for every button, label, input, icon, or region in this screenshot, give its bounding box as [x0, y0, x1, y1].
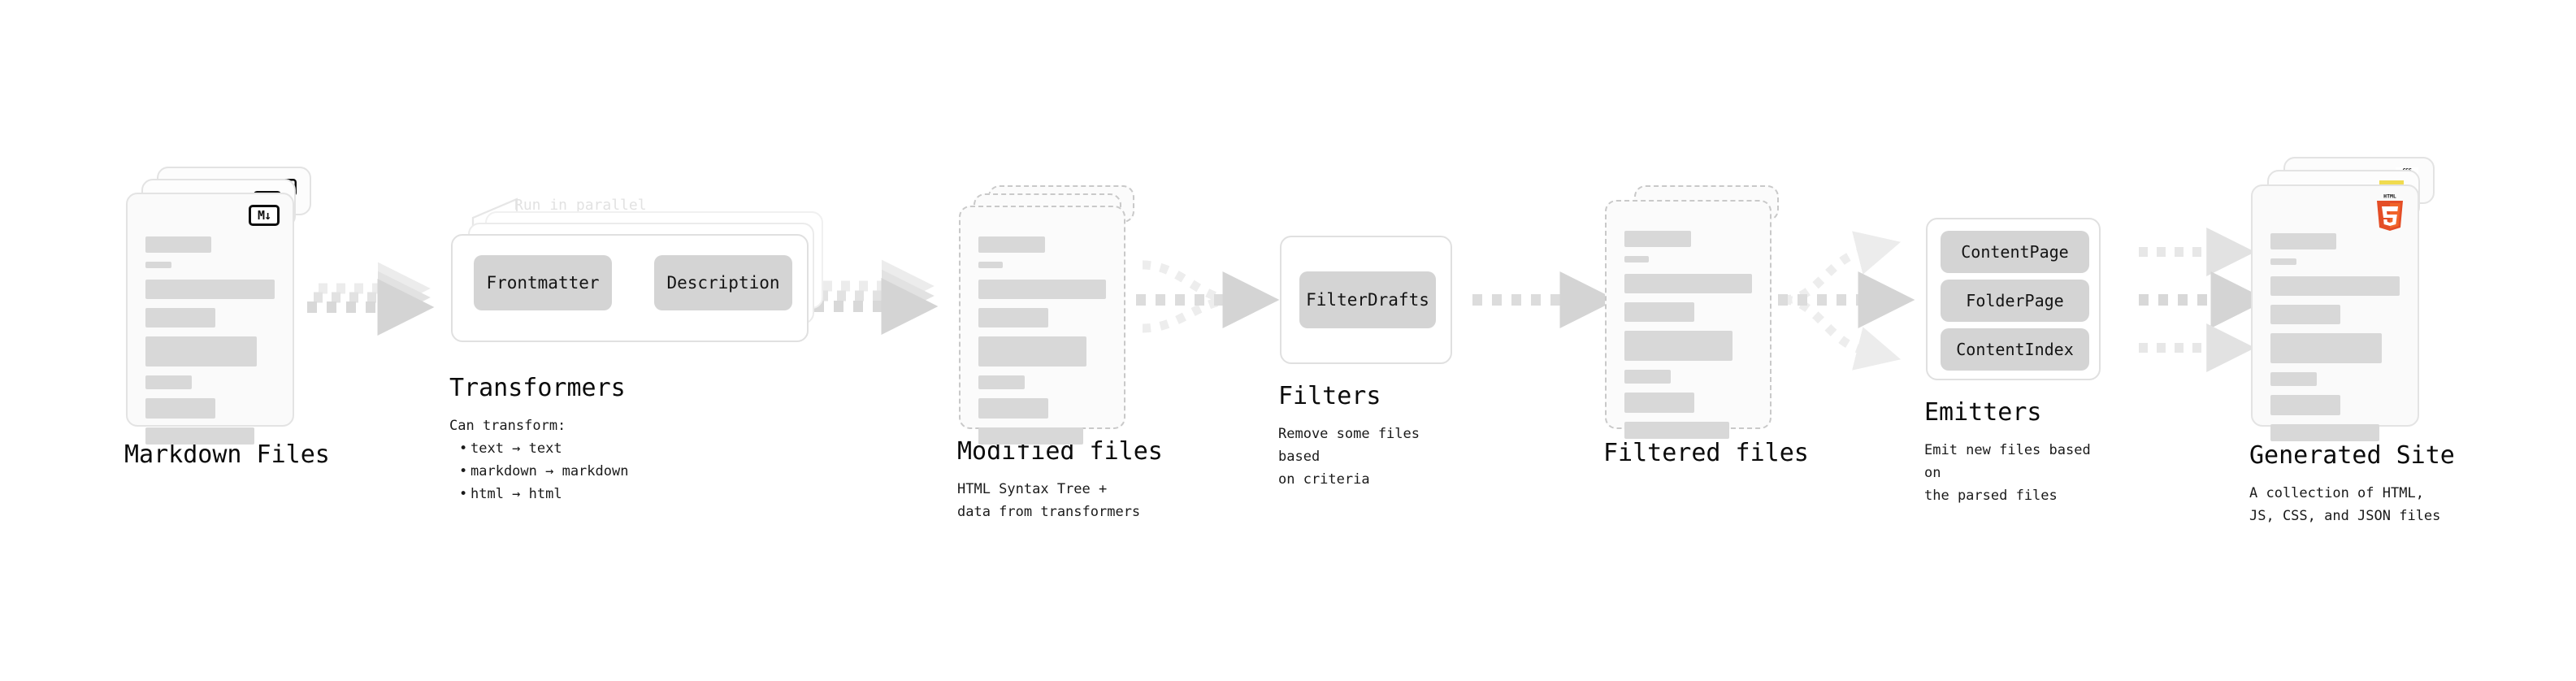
markdown-file-stack[interactable]: M↓ M↓ M↓	[126, 167, 321, 445]
transformers-capability-list: text → text markdown → markdown html → h…	[458, 437, 628, 505]
stage-title-transformers: Transformers	[449, 374, 626, 402]
skeleton-line	[1624, 231, 1691, 247]
transformer-box-front[interactable]: Frontmatter Description	[451, 234, 809, 342]
skeleton-line	[2270, 424, 2379, 441]
skeleton-line	[978, 427, 1083, 445]
filter-chip-filterdrafts[interactable]: FilterDrafts	[1299, 271, 1436, 328]
markdown-card-front[interactable]: M↓	[126, 193, 294, 445]
arrow-modified-to-filters	[1136, 260, 1280, 333]
skeleton-line	[2270, 258, 2296, 265]
skeleton-line	[2270, 395, 2340, 415]
card-skeleton-body	[145, 236, 275, 453]
skeleton-line	[145, 280, 275, 299]
skeleton-line	[1624, 302, 1695, 322]
skeleton-line	[1624, 422, 1729, 439]
arrow-emitters-to-site	[2139, 228, 2268, 372]
card-skeleton-body	[2270, 233, 2400, 450]
skeleton-line	[1624, 393, 1695, 413]
modified-file-stack[interactable]	[959, 185, 1146, 445]
card-skeleton-body	[1624, 231, 1752, 448]
html5-badge-wordmark: HTML	[2383, 193, 2396, 200]
transform-item: html → html	[458, 483, 628, 505]
markdown-badge-icon: M↓	[249, 205, 280, 226]
skeleton-line	[1624, 331, 1733, 361]
stage-emitters: ContentPage FolderPage ContentIndex Emit…	[1924, 218, 2101, 504]
skeleton-line	[1624, 370, 1671, 384]
generated-site-file-stack[interactable]: CSS HTML	[2251, 157, 2454, 441]
stage-title-emitters: Emitters	[1924, 398, 2042, 427]
skeleton-line	[145, 398, 215, 419]
emitter-chip-contentindex[interactable]: ContentIndex	[1941, 328, 2089, 371]
stage-title-filtered-files: Filtered files	[1603, 439, 1809, 467]
filters-desc: Remove some files based on criteria	[1278, 426, 1420, 488]
skeleton-line	[145, 308, 215, 327]
stage-title-generated-site: Generated Site	[2249, 441, 2455, 470]
modified-files-desc: HTML Syntax Tree + data from transformer…	[957, 481, 1141, 521]
transformer-chip-frontmatter[interactable]: Frontmatter	[474, 255, 612, 310]
stage-filters: FilterDrafts Filters Remove some files b…	[1278, 236, 1452, 488]
emitter-chip-contentpage[interactable]: ContentPage	[1941, 231, 2089, 273]
stage-modified-files: Modified files HTML Syntax Tree + data f…	[957, 185, 1163, 520]
skeleton-line	[2270, 233, 2337, 249]
filters-box[interactable]: FilterDrafts	[1280, 236, 1452, 364]
skeleton-line	[978, 308, 1049, 327]
stage-transformers: Run in parallel Frontmatter Description …	[449, 197, 833, 505]
stage-title-filters: Filters	[1278, 382, 1381, 410]
skeleton-line	[2270, 305, 2340, 324]
transformers-desc: Can transform:	[449, 418, 566, 434]
skeleton-line	[2270, 276, 2400, 296]
emitters-box[interactable]: ContentPage FolderPage ContentIndex	[1926, 218, 2101, 380]
skeleton-line	[978, 236, 1045, 253]
stage-title-markdown-files: Markdown Files	[124, 440, 330, 469]
skeleton-line	[145, 262, 171, 268]
skeleton-line	[1624, 274, 1752, 293]
stage-generated-site: CSS HTML	[2249, 157, 2455, 524]
skeleton-line	[978, 336, 1087, 367]
site-card-html[interactable]: HTML	[2251, 184, 2419, 441]
generated-site-desc: A collection of HTML, JS, CSS, and JSON …	[2249, 485, 2441, 525]
skeleton-line	[145, 375, 193, 389]
skeleton-line	[145, 427, 254, 445]
emitters-desc: Emit new files based on the parsed files	[1924, 442, 2091, 505]
filtered-file-stack[interactable]	[1605, 185, 1792, 439]
stage-filtered-files: Filtered files	[1603, 185, 1809, 467]
skeleton-line	[2270, 333, 2382, 363]
transformers-group-stack[interactable]: Frontmatter Description	[451, 211, 833, 349]
skeleton-line	[2270, 372, 2318, 386]
transform-item: markdown → markdown	[458, 460, 628, 483]
skeleton-line	[978, 398, 1049, 419]
skeleton-line	[978, 262, 1003, 268]
stage-markdown-files: M↓ M↓ M↓ Markdown Files	[124, 167, 330, 469]
skeleton-line	[145, 336, 257, 367]
modified-card-front[interactable]	[959, 206, 1125, 445]
filtered-card-front[interactable]	[1605, 200, 1772, 439]
transform-item: text → text	[458, 437, 628, 460]
card-skeleton-body	[978, 236, 1106, 453]
skeleton-line	[145, 236, 212, 253]
transformer-chip-description[interactable]: Description	[654, 255, 792, 310]
skeleton-line	[978, 375, 1025, 389]
html5-badge-icon: HTML	[2374, 193, 2406, 231]
skeleton-line	[978, 280, 1106, 299]
run-in-parallel-label: Run in parallel	[514, 197, 647, 214]
skeleton-line	[1624, 256, 1649, 262]
emitter-chip-folderpage[interactable]: FolderPage	[1941, 280, 2089, 322]
